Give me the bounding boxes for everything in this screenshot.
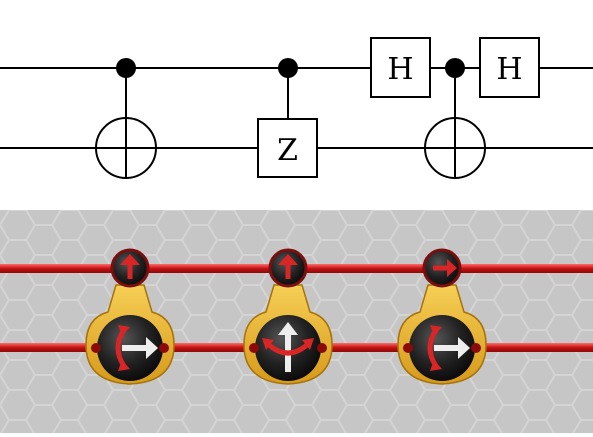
z-rotation-icon xyxy=(262,322,314,372)
game-piece-2[interactable] xyxy=(243,248,333,385)
h-gate-2: H xyxy=(479,37,540,98)
up-arrow-icon xyxy=(278,254,298,279)
right-arrow-icon xyxy=(433,259,457,277)
control-dot xyxy=(116,58,136,78)
control-dot xyxy=(445,58,465,78)
h-gate-1: H xyxy=(370,37,431,98)
cz-gate: Z xyxy=(257,58,318,178)
x-rotation-icon xyxy=(427,325,470,371)
control-dot xyxy=(278,58,298,78)
z-gate-box xyxy=(257,118,318,178)
up-arrow-icon xyxy=(120,254,140,279)
x-rotation-icon xyxy=(115,325,158,371)
cnot-gate-1 xyxy=(95,58,157,179)
circuit-panel: Z H H xyxy=(0,37,593,179)
z-gate-label: Z xyxy=(277,133,298,168)
cnot-gate-2 xyxy=(424,58,486,179)
game-piece-1[interactable] xyxy=(85,248,175,385)
h-gate-label-1: H xyxy=(387,52,413,87)
game-board xyxy=(0,210,593,433)
game-piece-3[interactable] xyxy=(397,248,487,385)
h-gate-label-2: H xyxy=(496,52,522,87)
